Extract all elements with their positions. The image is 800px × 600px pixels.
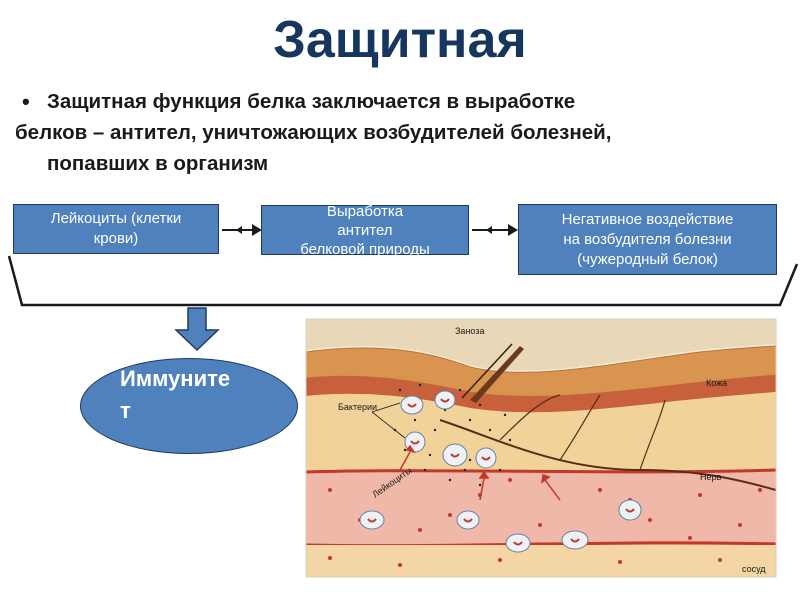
arrow-1 xyxy=(222,224,262,236)
page-title: Защитная xyxy=(273,11,527,69)
label-nerve: Нерв xyxy=(700,472,722,482)
negative-box-line-3: (чужеродный белок) xyxy=(577,250,718,268)
immunity-oval xyxy=(80,358,298,454)
antibody-box-line-3: белковой природы xyxy=(300,240,430,258)
arrow-2 xyxy=(472,224,518,236)
immunity-label-line-1: Иммуните xyxy=(120,366,231,391)
migration-arrows xyxy=(399,444,561,501)
label-skin: Кожа xyxy=(706,378,727,388)
bullet-marker: • xyxy=(22,89,30,114)
negative-box-line-2: на возбудителя болезни xyxy=(563,230,732,248)
nerve-fiber xyxy=(439,419,776,491)
splinter xyxy=(461,343,524,403)
immunity-label: Иммуните т xyxy=(120,363,270,427)
blood-vessel xyxy=(306,470,776,545)
bullet-line-3: попавших в организм xyxy=(47,152,269,175)
label-bacteria: Бактерии xyxy=(338,402,377,412)
bullet-line-2: белков – антител, уничтожающих возбудите… xyxy=(15,121,612,144)
antibody-box-line-1: Выработка xyxy=(326,202,404,220)
negative-effect-box: Негативное воздействие на возбудителя бол… xyxy=(518,204,777,275)
immunity-label-line-2: т xyxy=(120,398,131,423)
negative-box-line-1: Негативное воздействие xyxy=(561,210,734,228)
bullet-line-1: Защитная функция белка заключается в выр… xyxy=(47,90,576,113)
red-blood-cells xyxy=(328,478,762,567)
summary-bracket xyxy=(7,255,799,307)
down-arrow xyxy=(174,307,220,352)
leukocytes-box-line-1: Лейкоциты (клетки xyxy=(50,210,182,227)
leukocytes-box-line-2: крови) xyxy=(93,230,139,247)
antibody-box-line-2: антител xyxy=(337,221,393,239)
leukocytes-box: Лейкоциты (клетки крови) xyxy=(13,204,219,254)
label-vessel: сосуд xyxy=(742,564,766,574)
label-splinter: Заноза xyxy=(455,326,484,336)
bullet-text: Защитная функция белка заключается в выр… xyxy=(15,86,800,179)
